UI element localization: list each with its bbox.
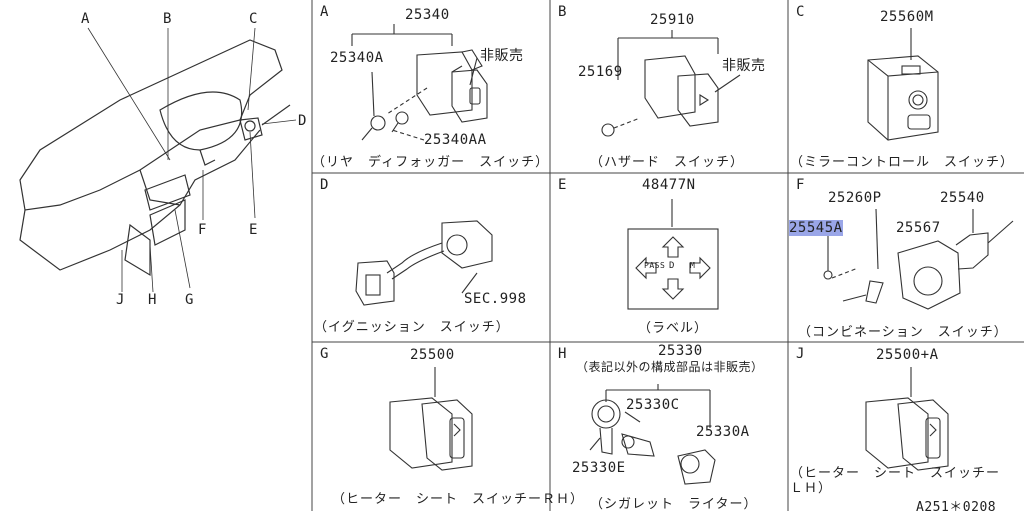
- not-for-sale-note-a: 非販売: [480, 48, 524, 64]
- overview-label-c: C: [249, 11, 258, 27]
- label-text-pass: PASS: [644, 261, 666, 270]
- cell-d-letter: D: [320, 177, 329, 193]
- combination-switch-drawing: [823, 208, 1014, 310]
- overview-label-a: A: [81, 11, 90, 27]
- cell-c-letter: C: [796, 4, 805, 20]
- cell-e: E 48477N PASS D M （ラベル）: [550, 173, 788, 342]
- mirror-control-switch-drawing: [867, 28, 939, 141]
- part-number-25340aa: 25340AA: [424, 132, 487, 148]
- section-reference-998: SEC.998: [464, 291, 527, 307]
- part-number-25260p: 25260P: [828, 190, 882, 206]
- part-number-25340: 25340: [405, 7, 450, 23]
- label-drawing: [627, 199, 719, 310]
- cell-a: A 25340 25340A 25340AA 非販売 （リヤ ディフォッガー: [312, 0, 550, 173]
- cell-d: D SEC.998 （イグニッション スイッチ）: [312, 173, 550, 342]
- ignition-switch-drawing: [355, 220, 493, 306]
- caption-label: （ラベル）: [638, 321, 709, 336]
- caption-cigarette-lighter: （シガレット ライター）: [590, 497, 758, 512]
- cell-b: B 25910 25169 非販売 （ハザード スイッチ）: [550, 0, 788, 173]
- not-for-sale-note-b: 非販売: [722, 58, 766, 74]
- part-number-25330: 25330: [658, 343, 703, 359]
- cell-j-letter: J: [796, 346, 805, 362]
- dashboard-illustration: [19, 27, 297, 293]
- hazard-switch-drawing: [601, 30, 741, 137]
- overview-label-g: G: [185, 292, 194, 308]
- overview-label-d: D: [298, 113, 307, 129]
- caption-rear-defogger-switch: （リヤ ディフォッガー スイッチ）: [312, 155, 550, 170]
- cell-j: J 25500+A （ヒーター シート スイッチーＬＨ） A251＊0208: [788, 342, 1024, 515]
- caption-hazard-switch: （ハザード スイッチ）: [590, 155, 745, 170]
- cell-g: G 25500 （ヒーター シート スイッチーＲＨ）: [312, 342, 583, 511]
- overview-label-h: H: [148, 292, 157, 308]
- cell-b-letter: B: [558, 4, 567, 20]
- heater-seat-switch-lh-drawing: [865, 367, 949, 471]
- part-number-25540: 25540: [940, 190, 985, 206]
- part-number-25330e: 25330E: [572, 460, 626, 476]
- part-number-25330c: 25330C: [626, 397, 680, 413]
- caption-combination-switch: （コンビネーション スイッチ）: [798, 325, 1008, 340]
- cell-h-letter: H: [558, 346, 567, 362]
- part-number-25500: 25500: [410, 347, 455, 363]
- part-number-25500-a: 25500+A: [876, 347, 939, 363]
- cell-a-letter: A: [320, 4, 329, 20]
- caption-mirror-control-switch: （ミラーコントロール スイッチ）: [790, 155, 1015, 170]
- part-number-25340a: 25340A: [330, 50, 384, 66]
- heater-seat-switch-rh-drawing: [389, 367, 473, 471]
- part-number-48477n: 48477N: [642, 177, 696, 193]
- cell-f-letter: F: [796, 177, 805, 193]
- cell-g-letter: G: [320, 346, 329, 362]
- part-number-25545a-highlighted[interactable]: 25545A: [789, 220, 843, 236]
- diagram-reference-code: A251＊0208: [916, 500, 997, 515]
- cell-e-letter: E: [558, 177, 567, 193]
- overview-label-b: B: [163, 11, 172, 27]
- part-number-25567: 25567: [896, 220, 941, 236]
- overview-label-f: F: [198, 222, 207, 238]
- part-number-25169: 25169: [578, 64, 623, 80]
- label-text-d: D: [669, 261, 675, 271]
- overview-label-j: J: [116, 292, 125, 308]
- part-number-25560m: 25560M: [880, 9, 934, 25]
- cell-h: H 25330 （表記以外の構成部品は非販売） 25330C 25330A 25…: [550, 342, 788, 512]
- not-for-sale-note-h: （表記以外の構成部品は非販売）: [576, 360, 764, 374]
- cell-f: F 25260P 25540 25545A 25567 （コンビネーション スイ…: [788, 173, 1024, 342]
- cell-c: C 25560M （ミラーコントロール スイッチ）: [788, 0, 1024, 173]
- cigarette-lighter-drawing: [589, 384, 716, 485]
- label-text-m: M: [690, 261, 696, 270]
- caption-ignition-switch: （イグニッション スイッチ）: [314, 320, 510, 335]
- caption-heater-seat-switch-rh: （ヒーター シート スイッチーＲＨ）: [332, 492, 585, 507]
- part-number-25910: 25910: [650, 12, 695, 28]
- overview-label-e: E: [249, 222, 258, 238]
- part-number-25330a: 25330A: [696, 424, 750, 440]
- caption-heater-seat-switch-lh: （ヒーター シート スイッチーＬＨ）: [790, 466, 1001, 496]
- rear-defogger-switch-drawing: [351, 24, 488, 141]
